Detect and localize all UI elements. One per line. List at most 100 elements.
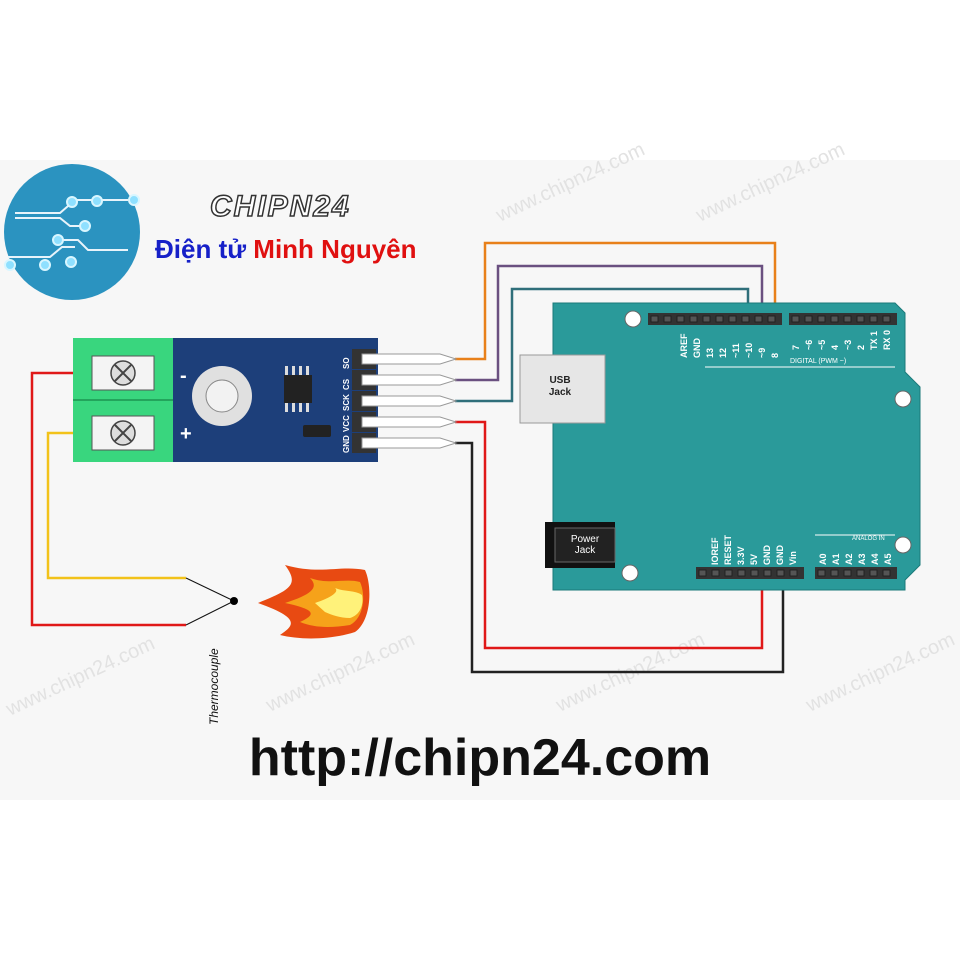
pin-label: GND [692,338,702,359]
chip-pin [299,403,302,412]
wire-vcc [455,420,764,650]
mount-hole [624,310,642,328]
pin-label: A4 [870,553,880,565]
arduino-board [552,302,921,591]
pin-label: IOREF [710,537,720,565]
analog-header-pin [817,569,826,577]
logo-trace [55,239,128,251]
pin-label: ~6 [804,340,814,350]
pin-label: AREF [679,333,689,358]
wire-tc_yellow [46,431,186,580]
logo-node [52,234,64,246]
pin-label: GND [775,545,785,566]
digital-label: DIGITAL (PWM ~) [790,358,846,365]
pin-label: 3.3V [736,546,746,565]
power-jack-face [554,527,616,563]
pin-vcc [361,416,458,428]
analog-label: ANALOG IN [852,536,885,542]
logo-node [79,220,91,232]
tagline-part2: Minh Nguyên [253,234,417,264]
logo-node [65,256,77,268]
watermark: www.chipn24.com [492,138,648,226]
pin-label-gnd: GND [342,435,351,453]
pin-cs [361,374,458,386]
chip-pin [292,403,295,412]
pin-label: 4 [830,345,840,350]
pin-label: 12 [718,348,728,358]
wire-sck [455,287,750,403]
screw-cross [114,424,132,442]
pin-label-vcc: VCC [342,415,351,432]
pin-label: ~3 [843,340,853,350]
terminal-label: - [180,365,187,387]
analog-header-pin [869,569,878,577]
digital-header-left-pin [767,315,776,323]
power-label: Jack [575,545,597,556]
pin-label-so: SO [342,357,351,369]
chip-pin [285,403,288,412]
chip-pin [299,366,302,375]
pin-label: 2 [856,345,866,350]
mount-hole [621,564,639,582]
watermark: www.chipn24.com [2,632,158,720]
analog-header-pin [856,569,865,577]
digital-header-right-pin [817,315,826,323]
flame-core [315,588,363,618]
pin-label-sck: SCK [342,394,351,411]
pin-label: RESET [723,534,733,565]
pin-label-cs: CS [342,378,351,390]
power-header-pin [776,569,785,577]
logo-node [4,259,16,271]
digital-header-right-pin [804,315,813,323]
digital-header-left-pin [689,315,698,323]
digital-header-right-pin [843,315,852,323]
chip-pin [306,403,309,412]
watermark: www.chipn24.com [262,628,418,716]
brand-name: CHIPN24 [209,189,351,224]
pin-label: ~9 [757,348,767,358]
wire-gnd [455,441,785,674]
pin-label: A0 [818,553,828,565]
digital-header-left-pin [728,315,737,323]
logo-node [91,195,103,207]
analog-header-pin [843,569,852,577]
power-header-pin [711,569,720,577]
pin-label: TX 1 [869,331,879,350]
wire-tc_red [30,371,186,627]
pin-label: A5 [883,553,893,565]
power-header-pin [737,569,746,577]
usb-jack [519,354,606,424]
pin-label: ~5 [817,340,827,350]
pin-label: A1 [831,553,841,565]
usb-label: Jack [549,387,572,398]
thermocouple-junction [230,597,238,605]
power-header-pin [763,569,772,577]
website-url[interactable]: http://chipn24.com [248,729,712,787]
digital-header-left-pin [676,315,685,323]
digital-header-right-pin [869,315,878,323]
pin-so [361,353,458,365]
logo-trace [8,246,75,258]
thermocouple-label: Thermocouple [207,648,221,725]
watermark: www.chipn24.com [802,628,958,716]
wire-so [455,241,777,361]
pin-gnd [361,437,458,449]
pin-label: 13 [705,348,715,358]
mount-hole [894,390,912,408]
digital-header-left-pin [754,315,763,323]
analog-header-pin [882,569,891,577]
logo-circle [4,164,140,300]
digital-header-left-pin [702,315,711,323]
chip-pin [285,366,288,375]
pin-label: 5V [749,554,759,565]
chip-pin [306,366,309,375]
usb-label: USB [549,375,570,386]
digital-header-left-pin [741,315,750,323]
digital-header-right-pin [882,315,891,323]
digital-header-left-pin [663,315,672,323]
digital-header-right-pin [830,315,839,323]
screw-cross [114,364,132,382]
digital-header-left-pin [650,315,659,323]
pin-label: RX 0 [882,330,892,350]
